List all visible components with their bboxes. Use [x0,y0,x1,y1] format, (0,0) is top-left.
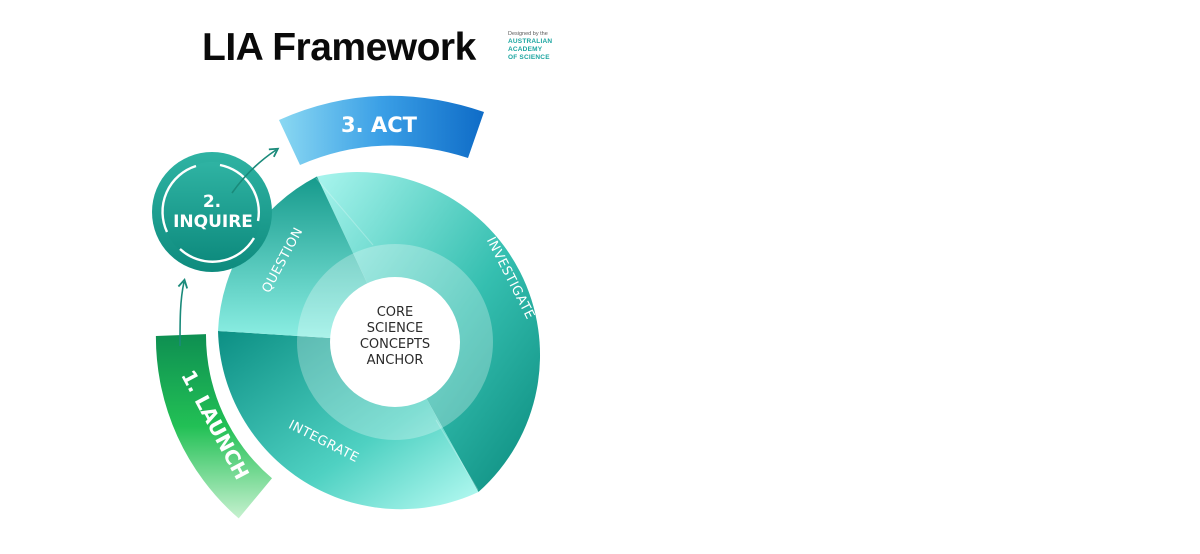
page-title: LIA Framework [202,26,476,69]
act-stage-band [279,95,484,165]
credit-prefix: Designed by the [508,31,548,37]
academy-logo: Designed by the AUSTRALIAN ACADEMY OF SC… [508,30,552,62]
credit-org-line-2: ACADEMY [508,46,543,53]
core-line-2: SCIENCE [367,321,423,336]
core-line-4: ANCHOR [367,353,424,368]
inquire-to-act-arrow [231,147,280,194]
segment-divider-investigate-integrate [435,419,479,491]
segment-divider-question-investigate [315,177,374,246]
core-line-1: CORE [377,305,414,320]
inquire-cycle-arrow-2 [219,163,260,222]
inquire-cycle-arrow-3 [179,237,256,263]
inquire-number: 2. [203,192,221,212]
launch-stage-band [155,334,272,519]
credit-org-line-3: OF SCIENCE [508,54,550,61]
core-circle [330,277,460,407]
inquire-cycle-arrow-1 [161,164,197,233]
inquire-label: INQUIRE [173,212,253,232]
act-label: 3. ACT [341,113,418,137]
launch-to-inquire-arrow [177,278,189,347]
credit-org-line-1: AUSTRALIAN [508,38,553,45]
core-line-3: CONCEPTS [360,337,430,352]
